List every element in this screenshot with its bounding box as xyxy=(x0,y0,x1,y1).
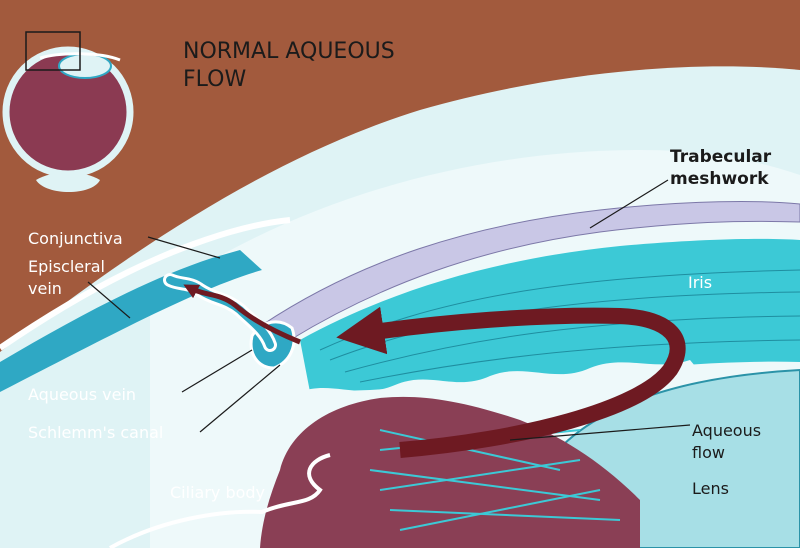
label-trabecular-line1: Trabecular xyxy=(670,147,772,167)
label-schlemms-canal: Schlemm's canal xyxy=(28,423,163,442)
label-ciliary-body: Ciliary body xyxy=(170,483,265,502)
label-conjunctiva: Conjunctiva xyxy=(28,229,123,248)
title-line1: NORMAL AQUEOUS xyxy=(183,39,395,64)
label-aqueous-flow-line2: flow xyxy=(692,443,725,462)
label-iris: Iris xyxy=(688,273,712,292)
thumbnail-zoom-box xyxy=(25,31,81,71)
label-aqueous-flow-line1: Aqueous xyxy=(692,421,761,440)
aqueous-flow-arrow-vein xyxy=(183,284,301,345)
leader-lines xyxy=(87,179,691,441)
title-line2: FLOW xyxy=(183,67,246,92)
ciliary-outline xyxy=(109,453,331,548)
label-episcleral-line2: vein xyxy=(28,279,62,298)
conjunctiva-band xyxy=(0,217,291,351)
label-episcleral-line1: Episcleral xyxy=(28,257,105,276)
label-lens: Lens xyxy=(692,479,729,498)
aqueous-flow-arrow xyxy=(336,306,686,458)
eye-thumbnail xyxy=(2,31,134,192)
trabecular-meshwork-band xyxy=(261,201,800,341)
label-aqueous-vein: Aqueous vein xyxy=(28,385,136,404)
label-trabecular-line2: meshwork xyxy=(670,169,769,189)
